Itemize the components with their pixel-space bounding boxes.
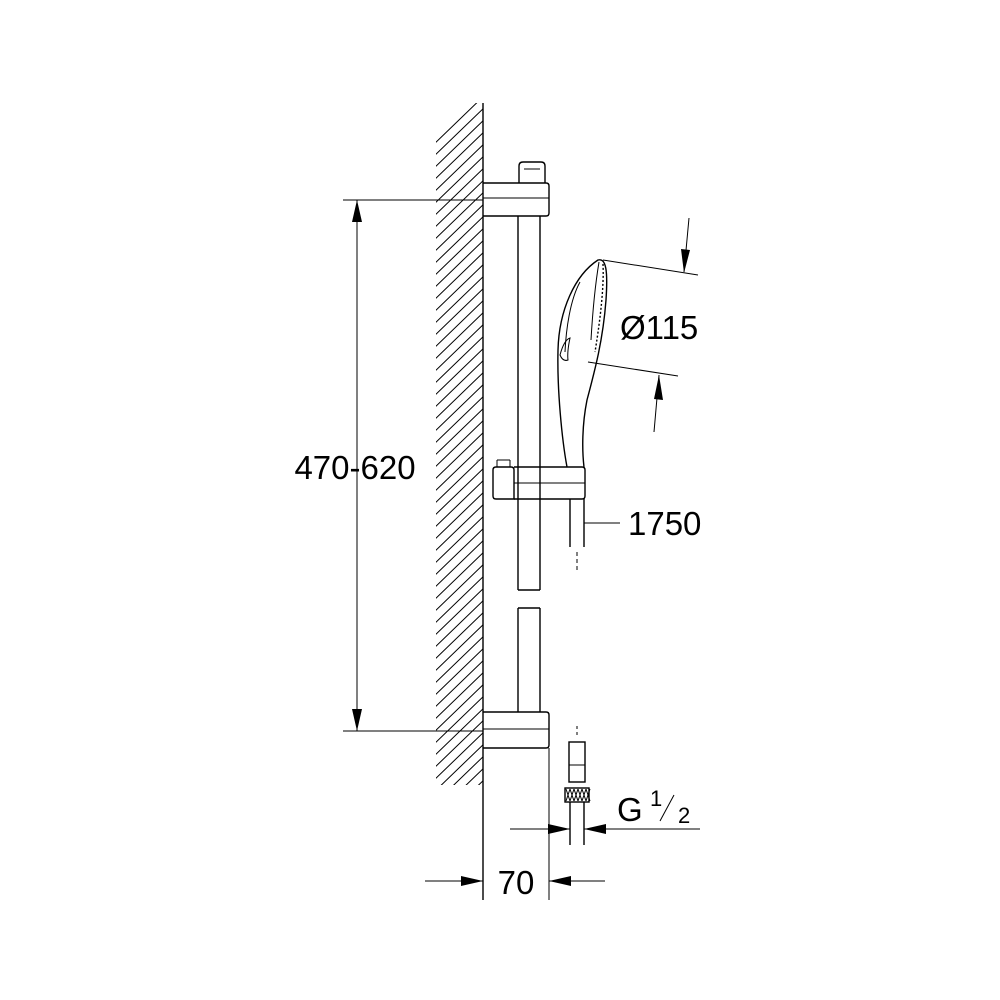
- hatch-line: [436, 504, 483, 551]
- hatch-line: [436, 288, 483, 335]
- hatch-line: [436, 456, 483, 503]
- hatch-line: [436, 132, 483, 179]
- hatch-line: [436, 576, 483, 623]
- hatch-line: [436, 684, 483, 731]
- knurl-line: [585, 788, 591, 802]
- hatch-line: [436, 516, 483, 563]
- knurl-line: [581, 788, 587, 802]
- hatch-line: [436, 588, 483, 635]
- slider-holder: [492, 459, 586, 500]
- hatch-line: [430, 786, 490, 844]
- hatch-line: [465, 768, 483, 785]
- dimension-bar-height: 470-620: [294, 199, 483, 732]
- hatch-line: [436, 276, 483, 323]
- hatch-line: [436, 264, 483, 311]
- hatch-line: [430, 846, 490, 904]
- hatch-line: [436, 108, 483, 155]
- hatch-line: [436, 696, 483, 743]
- hatch-line: [436, 252, 483, 299]
- thread-label: G: [617, 791, 643, 828]
- hatch-line: [436, 600, 483, 647]
- wall: [430, 103, 490, 916]
- knurl-line: [577, 788, 583, 802]
- hatch-line: [436, 468, 483, 515]
- hatch-line: [436, 156, 483, 203]
- hatch-line: [436, 120, 483, 167]
- wall-offset-label: 70: [498, 864, 535, 901]
- hatch-line: [436, 192, 483, 239]
- hatch-line: [436, 324, 483, 371]
- hatch-line: [436, 480, 483, 527]
- hatch-line: [430, 810, 490, 868]
- hatch-line: [436, 612, 483, 659]
- hatch-line: [436, 672, 483, 719]
- hatch-line: [436, 648, 483, 695]
- dimension-diameter: Ø115: [587, 217, 698, 433]
- diameter-label: Ø115: [620, 309, 698, 346]
- hatch-line: [430, 834, 490, 892]
- hatch-line: [430, 858, 490, 916]
- hatch-line: [436, 624, 483, 671]
- hatch-line: [436, 432, 483, 479]
- hatch-line: [436, 384, 483, 431]
- hatch-line: [436, 636, 483, 683]
- hatch-line: [436, 396, 483, 443]
- hatch-line: [436, 492, 483, 539]
- hatch-line: [477, 780, 483, 785]
- hatch-line: [436, 204, 483, 251]
- hatch-line: [436, 732, 483, 779]
- hatch-line: [436, 660, 483, 707]
- hatch-line: [453, 756, 483, 785]
- dimension-wall-offset: 70: [425, 748, 605, 901]
- nut-knurling: [565, 788, 591, 802]
- shower-rail: [517, 216, 541, 712]
- hatch-line: [436, 540, 483, 587]
- hose: [569, 499, 620, 570]
- bottom-bracket: [483, 711, 550, 749]
- hatch-line: [436, 168, 483, 215]
- thread-numerator: 1: [650, 786, 662, 811]
- wall-hatching: [430, 103, 490, 916]
- hatch-line: [436, 240, 483, 287]
- hose-connector: [564, 726, 591, 845]
- thread-denominator: 2: [678, 803, 690, 828]
- bar-height-label: 470-620: [294, 449, 415, 486]
- hatch-line: [430, 798, 490, 856]
- knurl-line: [565, 788, 571, 802]
- hatch-line: [436, 720, 483, 767]
- hatch-line: [436, 564, 483, 611]
- hatch-line: [436, 180, 483, 227]
- dimension-thread: G 1 2: [510, 786, 700, 834]
- hatch-line: [436, 408, 483, 455]
- hatch-line: [436, 312, 483, 359]
- hatch-line: [436, 348, 483, 395]
- hose-length-label: 1750: [628, 505, 701, 542]
- knurl-line: [569, 788, 575, 802]
- hatch-line: [436, 228, 483, 275]
- hatch-line: [436, 372, 483, 419]
- hatch-line: [436, 444, 483, 491]
- top-bracket: [483, 161, 550, 217]
- hatch-line: [440, 744, 483, 785]
- hatch-line: [430, 822, 490, 880]
- hatch-line: [436, 360, 483, 407]
- hatch-line: [436, 552, 483, 599]
- hatch-line: [436, 300, 483, 347]
- hatch-line: [436, 420, 483, 467]
- hatch-line: [436, 216, 483, 263]
- hatch-line: [436, 336, 483, 383]
- hatch-line: [436, 528, 483, 575]
- knurl-line: [573, 788, 579, 802]
- hand-shower: [557, 259, 608, 468]
- hatch-line: [436, 144, 483, 191]
- hatch-line: [436, 103, 478, 143]
